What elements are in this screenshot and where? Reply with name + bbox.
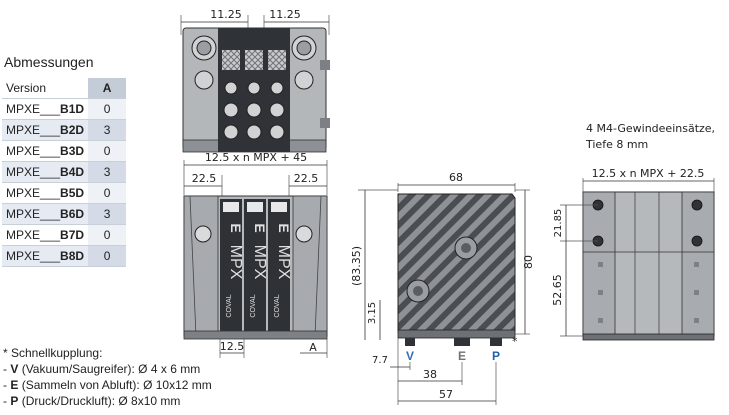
front-left-offset: 22.5 (192, 172, 217, 185)
thread-note-line2: Tiefe 8 mm (585, 138, 648, 151)
front-a-label: A (309, 341, 317, 354)
side-width: 68 (449, 171, 463, 184)
quick-coupling-footnote: * Schnellkupplung: - V (Vakuum/Saugreife… (3, 345, 212, 409)
side-dim-57: 57 (439, 388, 453, 401)
top-pitch-left: 11.25 (210, 8, 242, 21)
port-e-label: E (458, 349, 466, 363)
svg-text:COVAL: COVAL (274, 294, 281, 317)
svg-text:E: E (252, 223, 268, 232)
footnote-item-v: - V (Vakuum/Saugreifer): Ø 4 x 6 mm (3, 362, 201, 376)
footnote-item-e: - E (Sammeln von Abluft): Ø 10x12 mm (3, 378, 212, 392)
svg-text:E: E (276, 223, 292, 232)
table-row: MPXE___B5D 0 (2, 182, 127, 204)
back-view: 4 M4-Gewindeeinsätze, Tiefe 8 mm 12.5 x … (551, 122, 715, 341)
port-p-label: P (492, 349, 500, 363)
port-asterisk: * (512, 335, 518, 348)
col-a-header: A (88, 78, 127, 99)
back-width: 12.5 x n MPX + 22.5 (592, 167, 705, 180)
side-total-height: (83.35) (350, 246, 363, 286)
svg-text:MPX: MPX (251, 245, 268, 280)
mpx-module-3: E MPX COVAL (268, 199, 292, 331)
svg-text:MPX: MPX (227, 245, 244, 280)
svg-text:E: E (228, 223, 244, 232)
back-hole-height: 52.65 (551, 274, 564, 306)
front-pitch: 12.5 (220, 340, 245, 353)
svg-text:COVAL: COVAL (226, 294, 233, 317)
side-bottom-offset: 3.15 (367, 302, 378, 324)
table-row: MPXE___B2D 3 (2, 119, 127, 141)
table-row: MPXE___B6D 3 (2, 203, 127, 225)
side-dim-38: 38 (423, 368, 437, 381)
back-hole-spacing: 21.85 (553, 209, 564, 238)
mpx-module-1: E MPX COVAL (220, 199, 244, 331)
port-v-label: V (406, 349, 414, 363)
col-version-header: Version (2, 78, 89, 99)
table-row: MPXE___B3D 0 (2, 140, 127, 162)
side-height: 80 (522, 255, 535, 269)
table-row: MPXE___B8D 0 (2, 245, 127, 267)
dimensions-table: Version A MPXE___B1D 0 MPXE___B2D 3 MPXE… (2, 78, 127, 267)
mpx-module-2: E MPX COVAL (244, 199, 268, 331)
front-overall-width: 12.5 x n MPX + 45 (205, 151, 307, 164)
top-pitch-right: 11.25 (269, 8, 301, 21)
footnote-title: * Schnellkupplung: (3, 346, 103, 360)
table-row: MPXE___B1D 0 (2, 98, 127, 120)
front-view: 12.5 x n MPX + 45 22.5 22.5 E MPX COVAL … (183, 151, 328, 358)
top-view: 11.25 11.25 (180, 8, 330, 153)
thread-note-line1: 4 M4-Gewindeeinsätze, (586, 122, 715, 135)
side-view: 68 80 (83.35) 3.15 V E P * 7.7 38 57 (350, 171, 535, 405)
svg-text:COVAL: COVAL (250, 294, 257, 317)
table-row: MPXE___B4D 3 (2, 161, 127, 183)
table-row: MPXE___B7D 0 (2, 224, 127, 246)
front-right-offset: 22.5 (294, 172, 319, 185)
side-port-offset: 7.7 (372, 355, 388, 366)
dimensions-title: Abmessungen (4, 54, 94, 70)
footnote-item-p: - P (Druck/Druckluft): Ø 8x10 mm (3, 394, 181, 408)
svg-text:MPX: MPX (275, 245, 292, 280)
